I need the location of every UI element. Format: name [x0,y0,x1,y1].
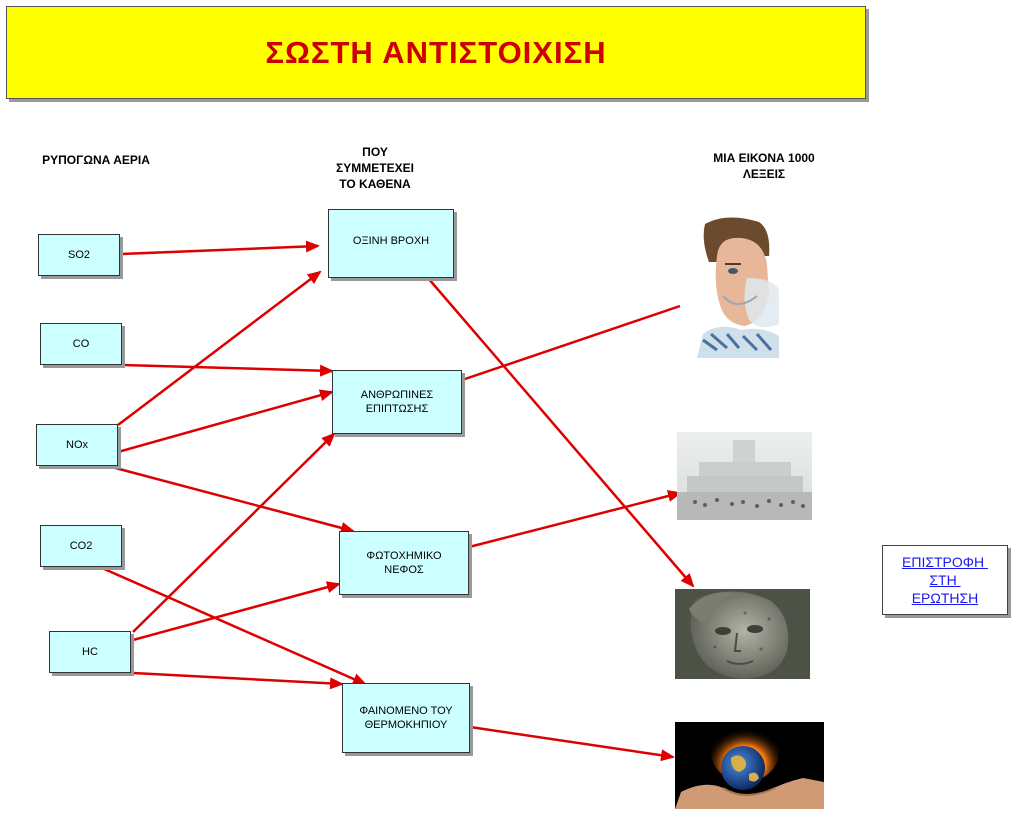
page-title: ΣΩΣΤΗ ΑΝΤΙΣΤΟΙΧΙΣΗ [265,34,607,70]
back-to-question-link[interactable]: ΕΠΙΣΤΡΟΦΗ ΣΤΗ ΕΡΩΤΗΣΗ [882,545,1008,615]
effect-box-greenhouse-effect: ΦΑΙΝΟΜΕΝΟ ΤΟΥ ΘΕΡΜΟΚΗΠΙΟΥ [342,683,470,753]
arrow-hc-to-smog [132,581,341,642]
effect-box-human-impact: ΑΝΘΡΩΠΙΝΕΣ ΕΠΙΠΤΩΣΗΣ [332,370,462,434]
man-with-oxygen-mask-photo-icon [697,216,779,358]
arrow-nox-to-acid [117,270,322,426]
arrow-human-to-mask [461,304,681,382]
effect-label: ΦΑΙΝΟΜΕΝΟ ΤΟΥ [359,705,453,717]
smog-over-building-photo-icon [677,432,812,520]
arrow-acid-to-statue [427,277,695,588]
effect-box-acid-rain: ΟΞΙΝΗ ΒΡΟΧΗ [328,209,454,278]
header-line: ΜΙΑ ΕΙΚΟΝΑ 1000 [713,151,815,165]
effect-label: ΕΠΙΠΤΩΣΗΣ [365,403,429,415]
gas-label: NOx [66,439,88,451]
header-line: ΛΕΞΕΙΣ [742,167,786,181]
gas-box-co: CO [40,323,122,365]
arrow-nox-to-human [117,389,334,454]
arrow-smog-to-smog-picture [468,490,682,549]
gas-box-hc: HC [49,631,131,673]
effect-box-photochemical-smog: ΦΩΤΟΧΗΜΙΚΟ ΝΕΦΟΣ [339,531,469,595]
arrow-so2-to-acid [121,240,320,256]
back-link-line[interactable]: ΕΡΩΤΗΣΗ [911,590,979,606]
arrow-hc-to-human [132,432,336,633]
gas-label: CO2 [69,540,93,552]
arrow-nox-to-smog [107,464,355,534]
title-banner: ΣΩΣΤΗ ΑΝΤΙΣΤΟΙΧΙΣΗ [6,6,866,99]
header-pollutant-gases-text: ΡΥΠΟΓΩΝΑ ΑΕΡΙΑ [42,153,150,167]
gas-label: HC [82,646,98,658]
back-link-line[interactable]: ΣΤΗ [929,572,961,588]
gas-box-so2: SO2 [38,234,120,276]
effect-label: ΦΩΤΟΧΗΜΙΚΟ [366,550,442,562]
header-line: ΤΟ ΚΑΘΕΝΑ [339,177,411,191]
effect-label: ΝΕΦΟΣ [384,564,424,576]
effect-label: ΘΕΡΜΟΚΗΠΙΟΥ [364,719,448,731]
burning-globe-in-hands-photo-icon [675,722,824,809]
header-picture: ΜΙΑ ΕΙΚΟΝΑ 1000 ΛΕΞΕΙΣ [680,150,848,182]
header-where-involved: ΠΟΥ ΣΥΜΜΕΤΕΧΕΙ ΤΟ ΚΑΘΕΝΑ [315,144,435,192]
eroded-statue-photo-icon [675,589,810,679]
gas-box-co2: CO2 [40,525,122,567]
header-line: ΠΟΥ [362,145,388,159]
arrow-co2-to-green [101,566,367,686]
header-line: ΣΥΜΜΕΤΕΧΕΙ [336,161,414,175]
effect-label: ΑΝΘΡΩΠΙΝΕΣ [360,389,434,401]
arrow-co-to-human [123,363,334,377]
effect-label: ΟΞΙΝΗ ΒΡΟΧΗ [352,235,430,247]
back-link-line[interactable]: ΕΠΙΣΤΡΟΦΗ [902,554,988,570]
arrow-hc-to-green [132,671,344,690]
gas-label: CO [72,338,90,350]
arrow-green-to-globe [469,725,675,762]
gas-label: SO2 [67,249,90,261]
gas-box-nox: NOx [36,424,118,466]
header-pollutant-gases: ΡΥΠΟΓΩΝΑ ΑΕΡΙΑ [16,152,176,168]
